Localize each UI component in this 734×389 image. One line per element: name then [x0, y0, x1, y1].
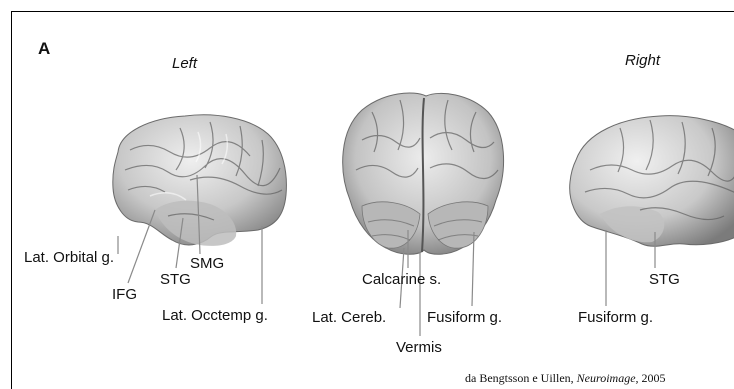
label-ifg: IFG — [112, 287, 137, 302]
source-citation: da Bengtsson e Uillen, Neuroimage, 2005 — [465, 372, 666, 384]
label-stg-right: STG — [649, 272, 680, 287]
label-lat-cerebellum: Lat. Cereb. — [312, 310, 386, 325]
label-vermis: Vermis — [396, 340, 442, 355]
citation-prefix: da Bengtsson e Uillen, — [465, 371, 577, 385]
label-smg: SMG — [190, 256, 224, 271]
posterior-brain — [343, 93, 504, 254]
label-calcarine-sulcus: Calcarine s. — [362, 272, 441, 287]
citation-journal: Neuroimage, — [577, 371, 639, 385]
label-stg-left: STG — [160, 272, 191, 287]
left-hemisphere — [113, 115, 287, 246]
left-view-title: Left — [172, 56, 197, 71]
right-view-title: Right — [625, 53, 660, 68]
citation-year: 2005 — [639, 371, 666, 385]
label-fusiform-gyrus-center: Fusiform g. — [427, 310, 502, 325]
label-lat-occtemp-gyrus: Lat. Occtemp g. — [162, 308, 268, 323]
label-fusiform-gyrus-right: Fusiform g. — [578, 310, 653, 325]
label-lat-orbital-gyrus: Lat. Orbital g. — [24, 250, 114, 265]
right-hemisphere — [570, 116, 734, 247]
panel-label: A — [38, 40, 50, 57]
